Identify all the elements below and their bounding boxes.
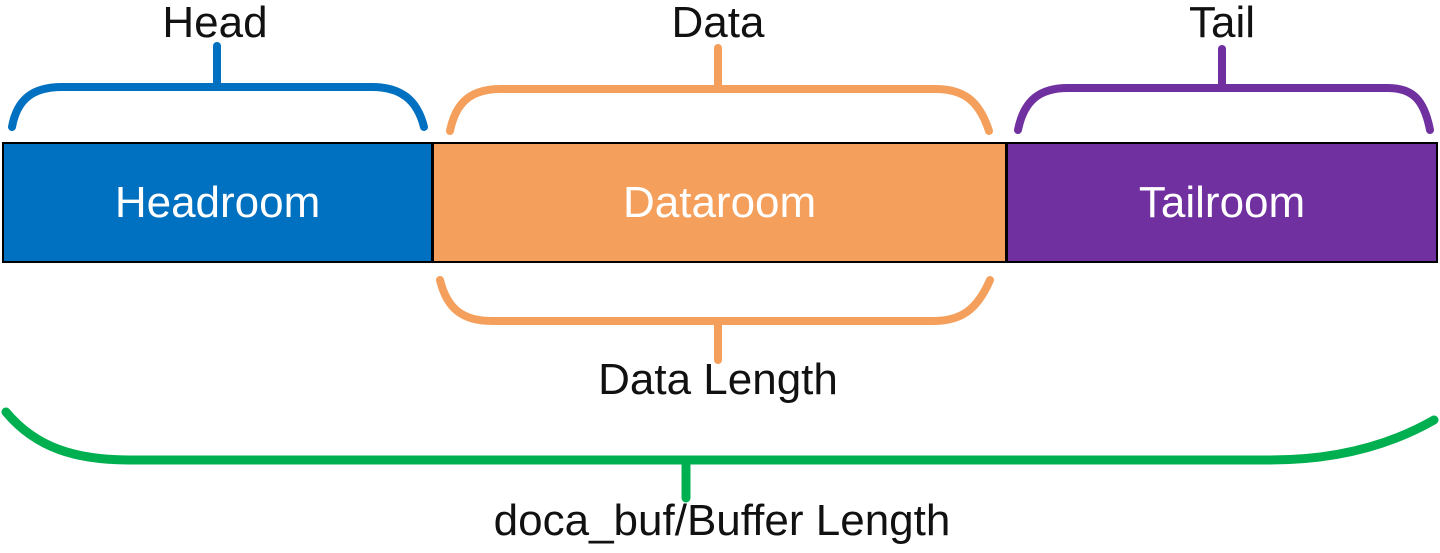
headroom-segment-label: Headroom <box>114 177 321 227</box>
headroom-segment: Headroom <box>4 144 432 261</box>
dataroom-segment: Dataroom <box>434 144 1006 261</box>
data-brace <box>446 85 993 135</box>
tail-brace <box>1014 84 1434 134</box>
buffer-length-brace <box>1 407 1439 465</box>
tailroom-segment: Tailroom <box>1008 144 1436 261</box>
buffer-length-label: doca_buf/Buffer Length <box>493 496 951 545</box>
buffer-bar: Headroom Dataroom Tailroom <box>2 142 1438 263</box>
head-label: Head <box>162 0 268 47</box>
data-label: Data <box>671 0 765 47</box>
data-length-brace <box>436 276 994 325</box>
tailroom-segment-label: Tailroom <box>1138 177 1306 227</box>
data-length-label: Data Length <box>598 355 838 404</box>
tail-label: Tail <box>1188 0 1256 47</box>
dataroom-segment-label: Dataroom <box>622 177 817 227</box>
head-brace <box>8 83 428 131</box>
